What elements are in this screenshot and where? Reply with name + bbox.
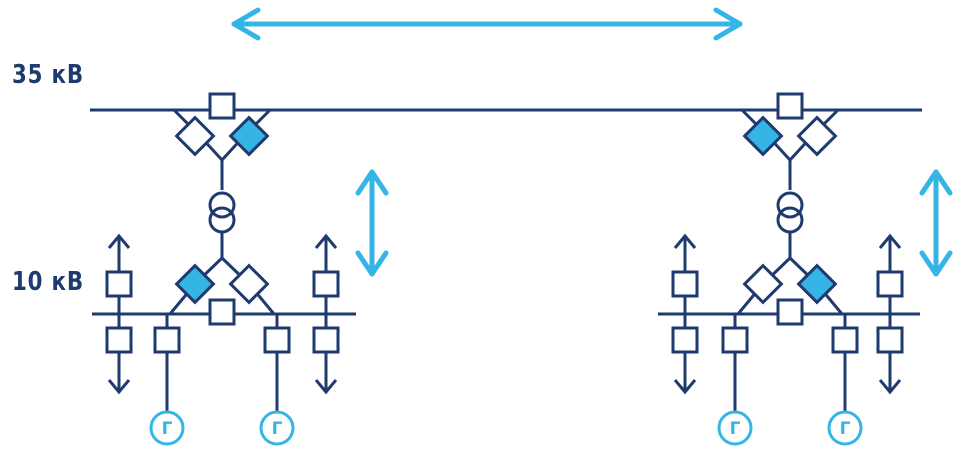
horizontal-transfer-arrow-icon xyxy=(231,7,743,41)
outgoing-feeder-down-arrow-icon xyxy=(107,352,131,395)
generator-circle xyxy=(717,410,753,446)
generator-circle xyxy=(149,410,185,446)
transformer-winding xyxy=(208,191,236,219)
breaker-35kv-closed xyxy=(228,115,270,157)
bus-coupler-35kv xyxy=(776,92,804,120)
breaker-35kv-closed xyxy=(742,115,784,157)
outgoing-feeder-up-arrow-icon xyxy=(107,233,131,272)
outgoing-feeder-down-arrow-icon xyxy=(673,352,697,395)
generator-icon: Г xyxy=(827,410,863,446)
breaker-10kv-closed xyxy=(174,263,216,305)
generator-circle xyxy=(259,410,295,446)
outgoing-feeder-down-arrow-icon xyxy=(878,352,902,395)
generator-label: Г xyxy=(730,419,741,439)
feeder-switch xyxy=(105,326,133,354)
feeder-switch xyxy=(876,270,904,298)
generator-switch xyxy=(263,326,291,354)
generator-icon: Г xyxy=(149,410,185,446)
arrow-head xyxy=(878,233,902,249)
breaker-35kv-open xyxy=(796,115,838,157)
transformer-icon xyxy=(776,191,804,234)
high-voltage-label: 35 кВ xyxy=(12,60,84,90)
outgoing-feeder-up-arrow-icon xyxy=(673,233,697,272)
breaker-10kv-open xyxy=(228,263,270,305)
feeder-switch xyxy=(312,326,340,354)
arrow-head xyxy=(878,379,902,395)
feeder-switch xyxy=(671,270,699,298)
feeder-switch xyxy=(105,270,133,298)
feeder-switch xyxy=(671,326,699,354)
transformer-icon xyxy=(208,191,236,234)
feeder-switch xyxy=(312,270,340,298)
bus-coupler-35kv xyxy=(208,92,236,120)
transformer-winding xyxy=(208,206,236,234)
arrow-head xyxy=(314,379,338,395)
bus-coupler-10kv xyxy=(776,298,804,326)
arrow-head xyxy=(314,233,338,249)
transformer-winding xyxy=(776,206,804,234)
generator-circle xyxy=(827,410,863,446)
arrow-head xyxy=(673,379,697,395)
generator-label: Г xyxy=(840,419,851,439)
outgoing-feeder-up-arrow-icon xyxy=(314,233,338,272)
breaker-10kv-closed xyxy=(796,263,838,305)
breaker-35kv-open xyxy=(174,115,216,157)
vertical-transfer-arrow-left-icon xyxy=(355,169,389,277)
generator-label: Г xyxy=(272,419,283,439)
low-voltage-label: 10 кВ xyxy=(12,267,84,297)
vertical-transfer-arrow-right-icon xyxy=(919,169,953,277)
transformer-winding xyxy=(776,191,804,219)
generator-label: Г xyxy=(162,419,173,439)
generator-icon: Г xyxy=(717,410,753,446)
breaker-10kv-open xyxy=(742,263,784,305)
outgoing-feeder-down-arrow-icon xyxy=(314,352,338,395)
generator-switch xyxy=(153,326,181,354)
generator-switch xyxy=(721,326,749,354)
arrow-head xyxy=(107,233,131,249)
bus-coupler-10kv xyxy=(208,298,236,326)
arrow-head xyxy=(107,379,131,395)
outgoing-feeder-up-arrow-icon xyxy=(878,233,902,272)
generator-switch xyxy=(831,326,859,354)
generator-icon: Г xyxy=(259,410,295,446)
arrow-head xyxy=(673,233,697,249)
feeder-switch xyxy=(876,326,904,354)
